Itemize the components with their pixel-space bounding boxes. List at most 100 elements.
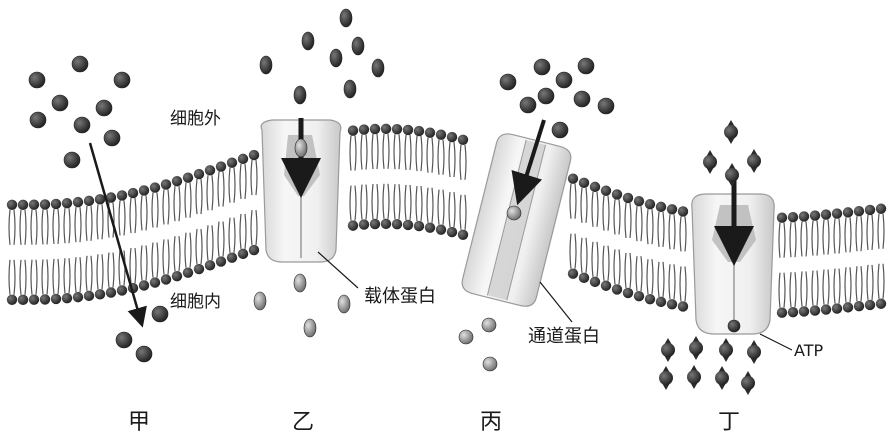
lipid-head: [799, 306, 809, 316]
lipid-head: [249, 150, 259, 160]
lipid-head: [238, 154, 248, 164]
lipid-head: [194, 169, 204, 179]
solute-molecule: [294, 274, 306, 292]
solute-molecule: [294, 86, 306, 104]
solute-molecule: [64, 152, 80, 168]
lipid-head: [458, 135, 468, 145]
lipid-head: [183, 173, 193, 183]
lipid-head: [634, 291, 644, 301]
carrier-leader-line: [318, 252, 358, 288]
lipid-head: [95, 289, 105, 299]
lipid-head: [183, 268, 193, 278]
lipid-head: [40, 294, 50, 304]
solute-molecule: [30, 112, 46, 128]
lipid-head: [18, 200, 28, 210]
lipid-head: [832, 303, 842, 313]
lipid-head: [403, 125, 413, 135]
solute-molecule: [574, 91, 590, 107]
solute-molecule: [340, 9, 352, 27]
lipid-head: [84, 196, 94, 206]
atp-leader-line: [760, 334, 792, 350]
solute-molecule: [330, 49, 342, 67]
solute-molecule: [500, 74, 516, 90]
solute-molecule: [715, 366, 729, 390]
solute-molecule: [689, 336, 703, 360]
lipid-head: [7, 295, 17, 305]
atp-binding-site: [728, 320, 740, 332]
solute-molecule: [295, 139, 307, 157]
lipid-head: [7, 200, 17, 210]
lipid-head: [18, 295, 28, 305]
lipid-head: [359, 124, 369, 134]
lipid-head: [29, 200, 39, 210]
outside-label: 细胞外: [170, 104, 221, 129]
lipid-head: [425, 127, 435, 137]
lipid-head: [403, 220, 413, 230]
lipid-head: [227, 253, 237, 263]
lipid-head: [381, 124, 391, 134]
solute-molecule: [724, 120, 738, 144]
lipid-head: [612, 284, 622, 294]
solute-molecule: [52, 95, 68, 111]
channel-protein-label: 通道蛋白: [528, 322, 600, 348]
solute-molecule: [116, 332, 132, 348]
solute-molecule: [114, 72, 130, 88]
panel-label-yi: 乙: [292, 404, 314, 436]
lipid-head: [865, 300, 875, 310]
solute-molecule: [304, 319, 316, 337]
panel-label-bing: 丙: [480, 404, 502, 436]
solute-molecule: [534, 59, 550, 75]
lipid-head: [634, 196, 644, 206]
carrier-protein-label: 载体蛋白: [364, 282, 436, 308]
solute-molecule: [260, 56, 272, 74]
solute-molecule: [483, 357, 497, 371]
lipid-head: [348, 220, 358, 230]
lipid-head: [590, 182, 600, 192]
solute-molecule: [687, 365, 701, 389]
lipid-head: [678, 301, 688, 311]
lipid-head: [854, 301, 864, 311]
solute-molecule: [96, 100, 112, 116]
solute-molecule: [578, 58, 594, 74]
lipid-head: [447, 227, 457, 237]
lipid-head: [601, 281, 611, 291]
lipid-head: [205, 260, 215, 270]
lipid-head: [117, 190, 127, 200]
lipid-head: [843, 207, 853, 217]
lipid-head: [568, 269, 578, 279]
solute-molecule: [152, 306, 168, 322]
lipid-head: [645, 294, 655, 304]
lipid-head: [161, 179, 171, 189]
lipid-head: [667, 204, 677, 214]
solute-molecule: [74, 117, 90, 133]
solute-molecule: [741, 371, 755, 395]
solute-molecule: [372, 59, 384, 77]
lipid-head: [370, 124, 380, 134]
lipid-head: [73, 292, 83, 302]
inside-label: 细胞内: [170, 287, 221, 312]
lipid-head: [777, 213, 787, 223]
channel-protein-shape: [460, 131, 573, 309]
lipid-head: [172, 271, 182, 281]
lipid-head: [51, 294, 61, 304]
lipid-head: [381, 219, 391, 229]
lipid-head: [623, 193, 633, 203]
solute-molecule: [747, 149, 761, 173]
lipid-head: [40, 199, 50, 209]
solute-molecule: [520, 97, 536, 113]
lipid-head: [117, 285, 127, 295]
solute-molecule: [482, 318, 496, 332]
lipid-head: [810, 305, 820, 315]
lipid-head: [436, 224, 446, 234]
lipid-head: [425, 222, 435, 232]
lipid-head: [810, 210, 820, 220]
lipid-head: [601, 186, 611, 196]
lipid-head: [656, 297, 666, 307]
solute-molecule: [747, 340, 761, 364]
lipid-head: [73, 197, 83, 207]
lipid-head: [216, 161, 226, 171]
lipid-head: [876, 299, 886, 309]
lipid-head: [227, 158, 237, 168]
lipid-head: [392, 124, 402, 134]
lipid-head: [876, 204, 886, 214]
